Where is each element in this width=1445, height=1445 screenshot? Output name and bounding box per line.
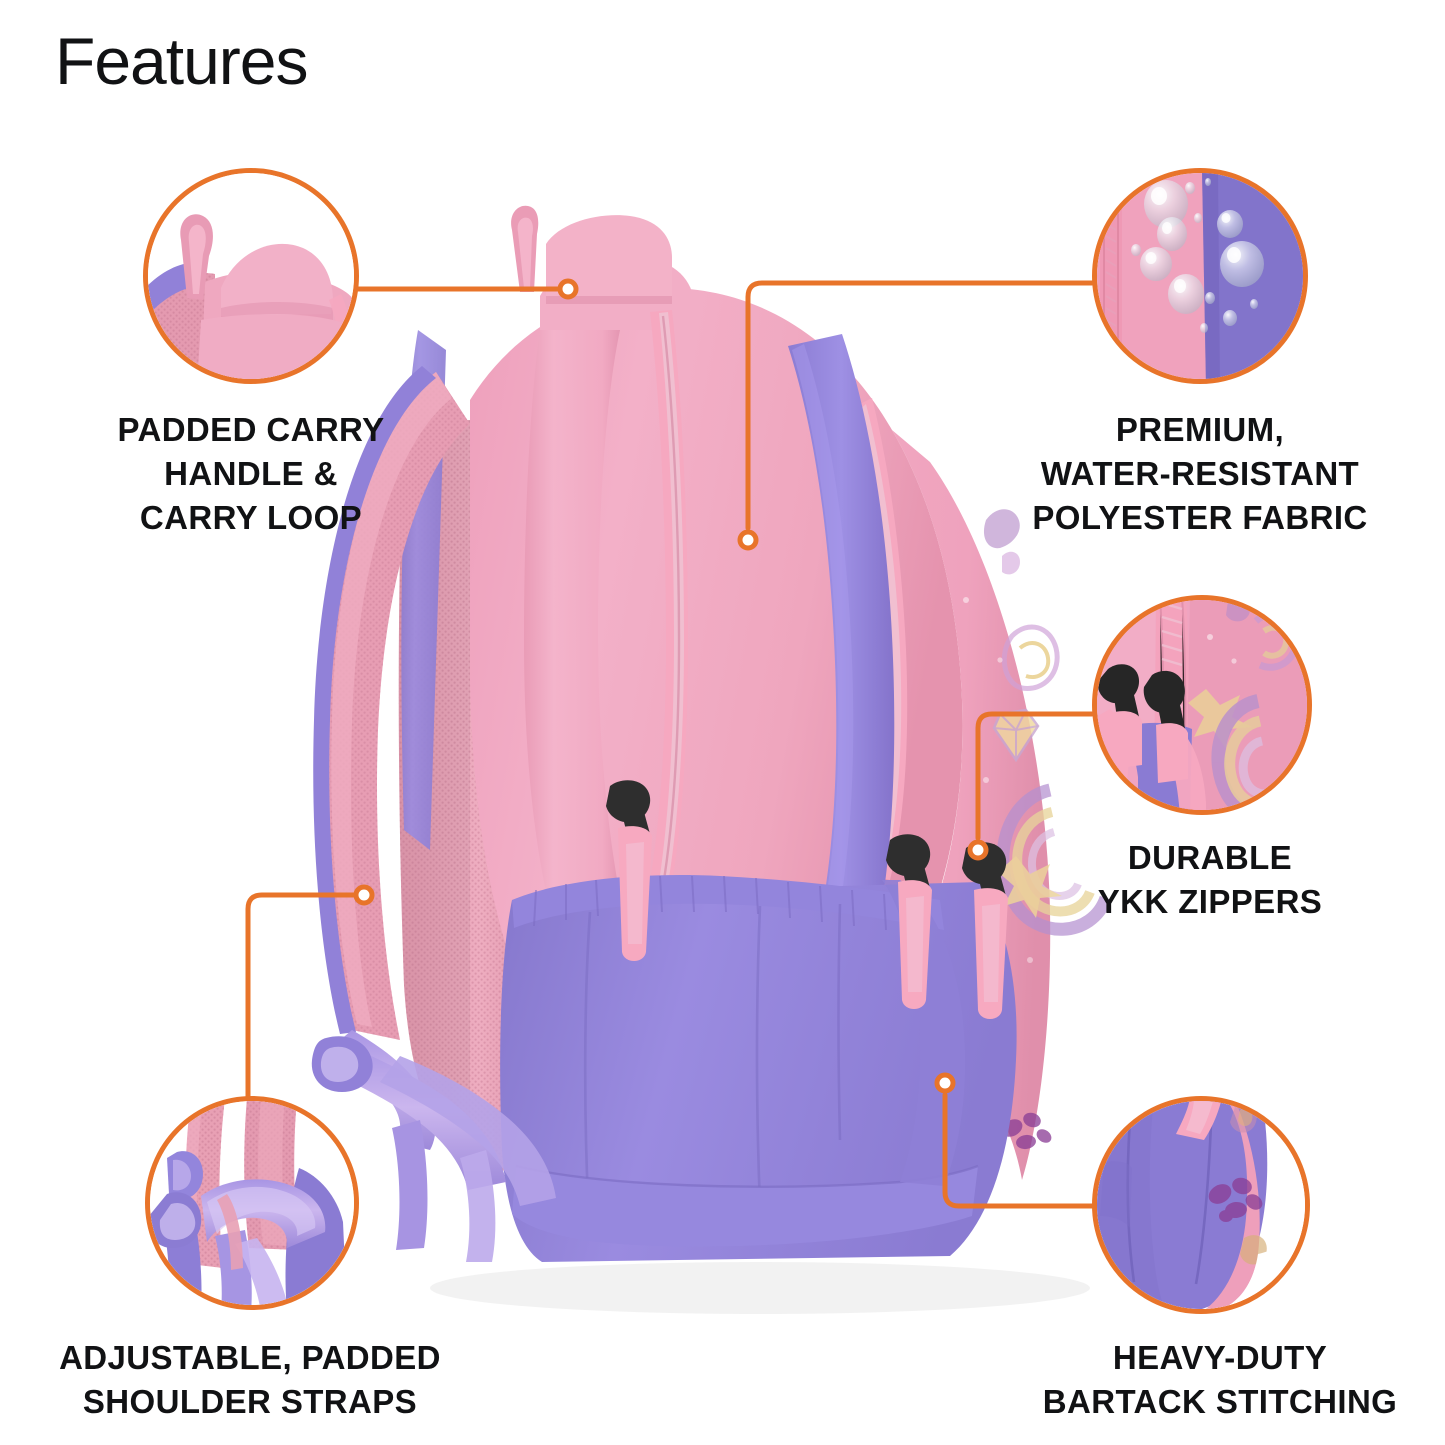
zipper-pull-mid (886, 834, 932, 1009)
ykk-pull-left (1097, 664, 1142, 769)
carry-handle-photo (148, 173, 354, 379)
callout-label-adjustable-shoulder-straps: ADJUSTABLE, PADDED SHOULDER STRAPS (59, 1339, 441, 1420)
callout-label-water-resistant-fabric: PREMIUM, WATER-RESISTANT POLYESTER FABRI… (1032, 411, 1368, 536)
bartack-seam-photo-ring (1092, 1096, 1310, 1314)
callout-durable-ykk-zippers[interactable] (1092, 595, 1312, 815)
water-droplets-photo (1097, 173, 1303, 379)
water-droplets-photo-ring (1092, 168, 1308, 384)
callout-label-durable-ykk-zippers: DURABLE YKK ZIPPERS (1097, 839, 1323, 920)
zipper-pull-photo-ring (1092, 595, 1312, 815)
page-title: Features (55, 24, 308, 98)
callout-label-padded-carry-handle: PADDED CARRY HANDLE & CARRY LOOP (117, 411, 385, 536)
carry-handle-photo-ring (143, 168, 359, 384)
zipper-pull-photo (1097, 600, 1307, 810)
callout-water-resistant-fabric[interactable] (1092, 168, 1308, 384)
callout-padded-carry-handle[interactable] (143, 168, 359, 384)
ykk-pull-mid (1143, 670, 1188, 783)
bartack-seam-photo (1097, 1101, 1305, 1309)
shoulder-strap-photo-ring (145, 1096, 359, 1310)
callout-label-heavy-duty-bartack-stitching: HEAVY-DUTY BARTACK STITCHING (1042, 1339, 1398, 1420)
zipper-pull-front (606, 780, 652, 961)
shoulder-strap-photo (150, 1101, 354, 1305)
callout-heavy-duty-bartack-stitching[interactable] (1092, 1096, 1310, 1314)
callout-adjustable-shoulder-straps[interactable] (145, 1096, 359, 1310)
